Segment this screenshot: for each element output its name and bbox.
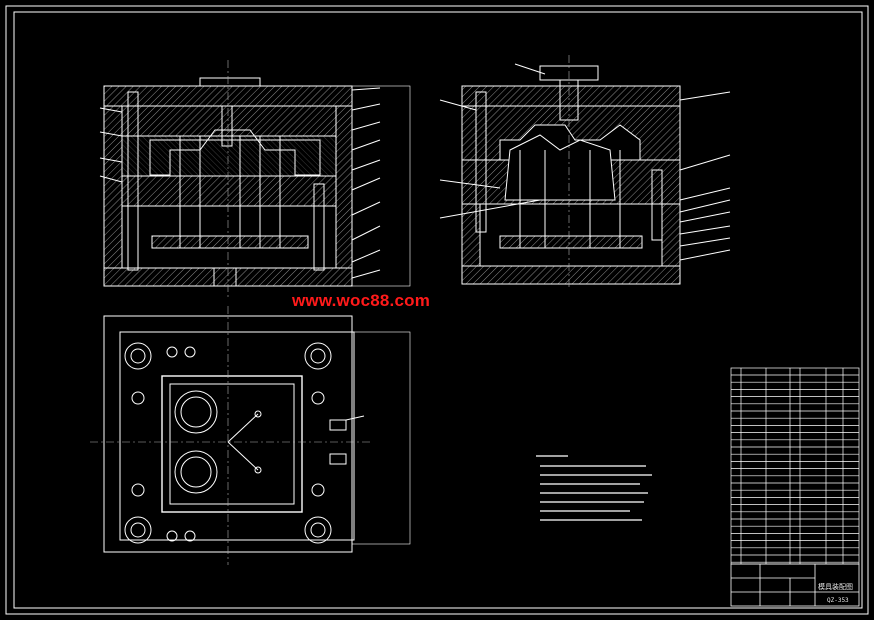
parts-list	[730, 367, 860, 565]
watermark: www.woc88.com	[292, 291, 431, 310]
title-block	[730, 563, 860, 607]
technical-notes	[536, 455, 652, 521]
front-section-view	[99, 60, 411, 300]
drawing-code: QZ-353	[827, 597, 849, 604]
outer-frame	[5, 5, 869, 615]
drawing-name: 模具装配图	[818, 583, 853, 591]
inner-frame	[13, 11, 863, 609]
side-section-view	[439, 55, 731, 290]
top-plan-view	[90, 306, 411, 565]
